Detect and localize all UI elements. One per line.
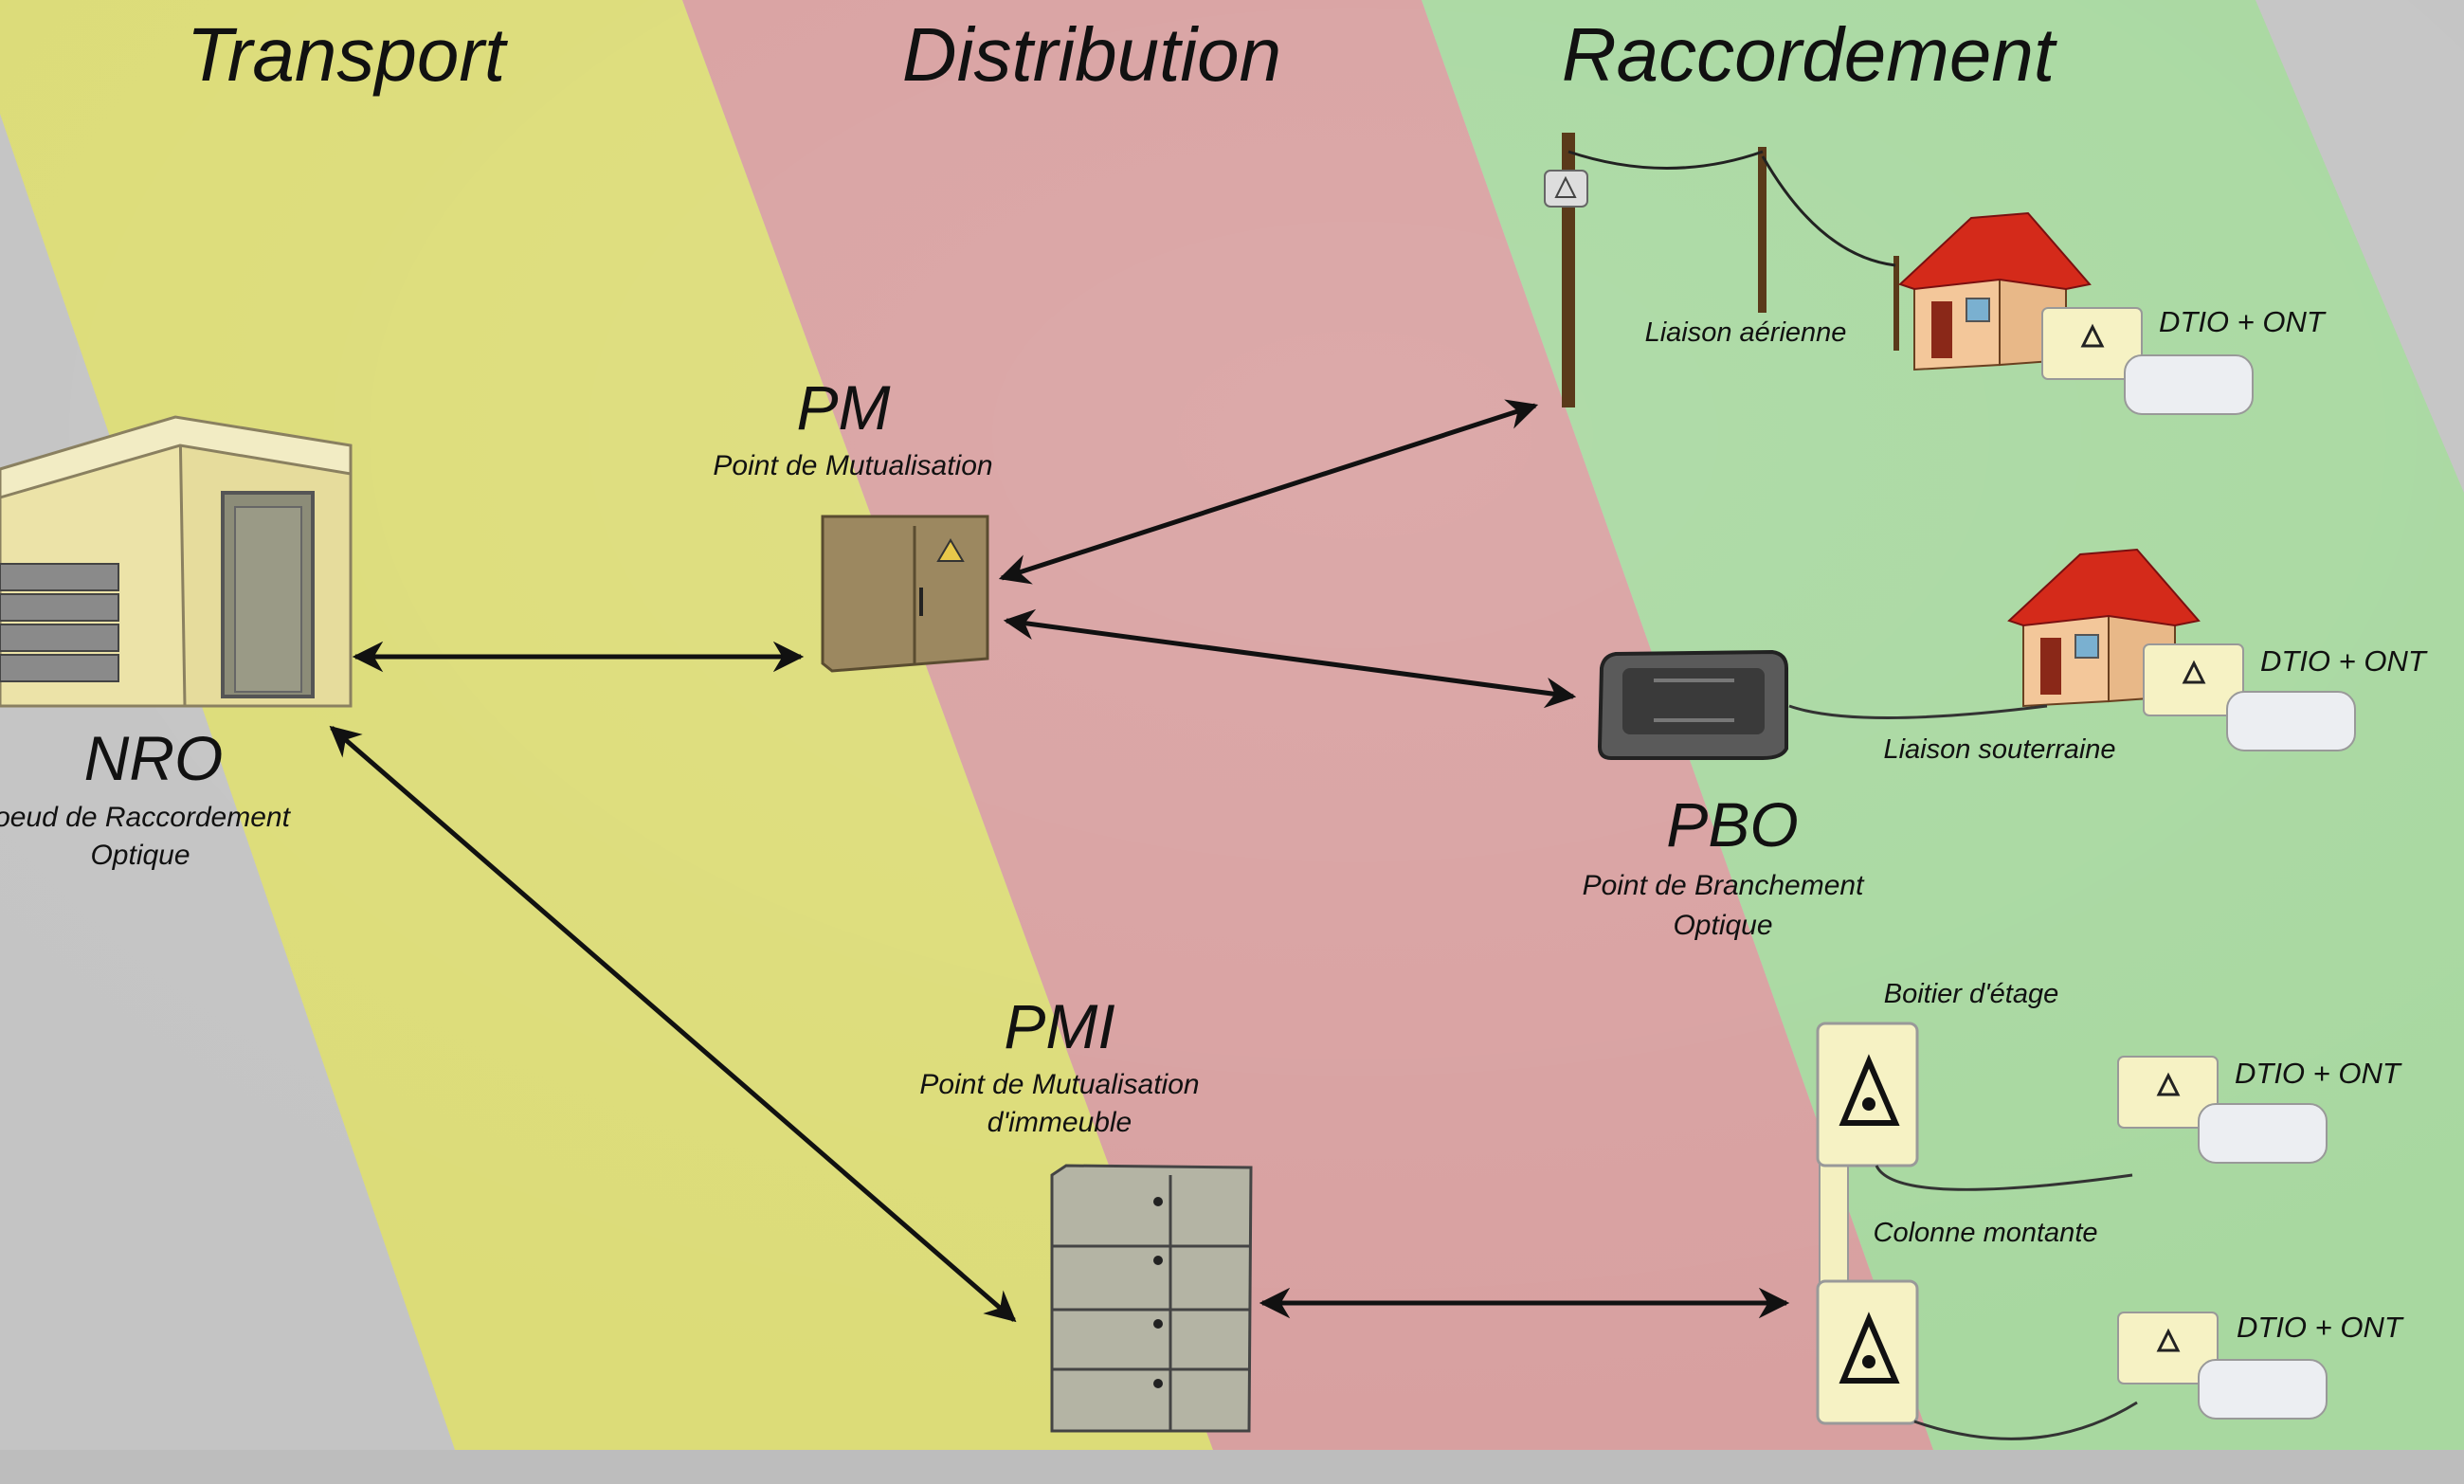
pbo-box-icon — [1597, 649, 1788, 760]
pm-title: PM — [796, 372, 891, 443]
zone-title-distribution: Distribution — [901, 12, 1282, 97]
house-icon — [1898, 211, 2092, 371]
riser-label: Colonne montante — [1873, 1218, 2098, 1248]
ont-router-icon — [2143, 643, 2356, 751]
arrow-nro-pmi — [329, 725, 1017, 1323]
nro-title: NRO — [83, 723, 224, 793]
ont-router-icon — [2117, 1312, 2328, 1420]
cabinet-icon — [821, 515, 989, 673]
underground-link-label: Liaison souterraine — [1883, 734, 2116, 765]
house-icon — [2007, 548, 2201, 708]
arrow-pm-pbo — [1003, 608, 1577, 709]
zone-title-transport: Transport — [186, 12, 506, 97]
pole-icon — [1544, 133, 1899, 407]
building-cabinet-icon — [1050, 1164, 1253, 1433]
dtio-ont-label: DTIO + ONT — [2237, 1311, 2402, 1344]
floor-box-icon — [1816, 1022, 2138, 1440]
dtio-ont-label: DTIO + ONT — [2159, 305, 2325, 338]
bottom-bar — [0, 1450, 2464, 1484]
aerial-link-label: Liaison aérienne — [1644, 317, 1847, 348]
nro-subtitle-line2: Optique — [90, 840, 190, 871]
zone-title-raccordement: Raccordement — [1561, 12, 2056, 97]
pmi-subtitle-line2: d'immeuble — [987, 1107, 1132, 1138]
nro-subtitle-line1: oeud de Raccordement — [0, 802, 290, 833]
building-icon — [0, 415, 353, 708]
ont-router-icon — [2041, 307, 2254, 415]
dtio-ont-label: DTIO + ONT — [2235, 1057, 2401, 1090]
pbo-title: PBO — [1666, 789, 1799, 860]
pbo-subtitle-line1: Point de Branchement — [1582, 870, 1864, 901]
ont-router-icon — [2117, 1056, 2328, 1164]
pbo-subtitle-line2: Optique — [1673, 910, 1773, 941]
pm-subtitle: Point de Mutualisation — [713, 450, 993, 481]
arrow-pm-aerial — [998, 399, 1539, 585]
pmi-subtitle-line1: Point de Mutualisation — [919, 1069, 1200, 1100]
pmi-title: PMI — [1004, 991, 1115, 1061]
floor-box-label: Boitier d'étage — [1883, 979, 2059, 1009]
dtio-ont-label: DTIO + ONT — [2260, 644, 2426, 678]
